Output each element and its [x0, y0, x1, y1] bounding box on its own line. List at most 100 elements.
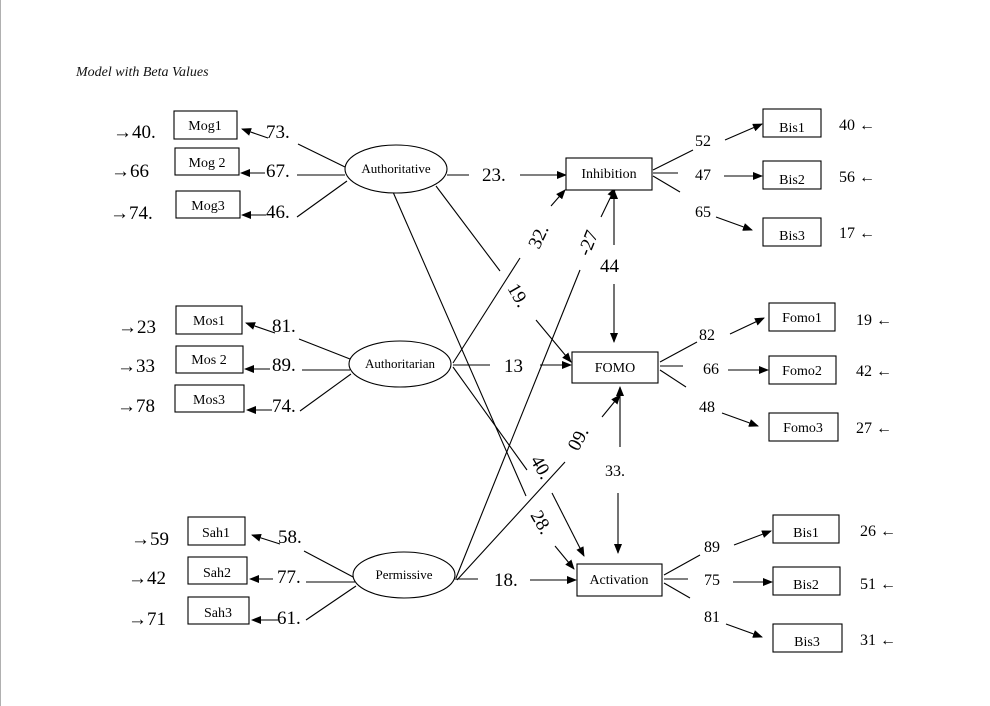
indicator-mos2 [175, 345, 244, 374]
coef-authoritative-fomo: 19. [503, 280, 533, 311]
latent-permissive [352, 551, 456, 599]
indicator-fomo1-label: Fomo1 [782, 311, 822, 326]
edge-inhibition-bis3-a [652, 175, 681, 193]
error-activation-bis3: 31 ← [860, 632, 896, 649]
coef-authoritarian-fomo: 13 [504, 356, 523, 377]
error-inhibition-bis3: 17 ← [839, 225, 875, 242]
latent-authoritarian [348, 340, 452, 388]
indicator-fomo3-label: Fomo3 [783, 421, 823, 436]
path-permissive-fomo-a [456, 461, 566, 581]
edge-fomo-fomo1-b [729, 317, 765, 335]
edge-fomo-fomo3-b [721, 412, 759, 427]
loading-fomo3: 48 [699, 399, 715, 416]
coef-authoritarian-inhibition: 32. [524, 222, 553, 252]
coef-inhibition-fomo: 44 [600, 256, 620, 277]
coef-fomo-activation: 33. [605, 463, 625, 480]
loading-mog2: 67. [266, 161, 290, 182]
error-sah1: →59 [131, 529, 169, 550]
box-inhibition [565, 157, 653, 191]
coef-permissive-fomo: 09. [564, 424, 594, 455]
indicator-fomo3 [768, 412, 839, 442]
indicator-inhibition-bis1-label: Bis1 [779, 121, 805, 136]
indicator-inhibition-bis3 [762, 217, 822, 247]
loading-activation-bis3: 81 [704, 609, 720, 626]
error-fomo2: 42 ← [856, 363, 892, 380]
error-sah2: →42 [128, 568, 166, 589]
edge-inhibition-bis1-a [652, 149, 694, 171]
indicator-activation-bis2-label: Bis2 [793, 578, 819, 593]
indicator-mog1 [173, 110, 238, 140]
indicator-mos2-label: Mos 2 [191, 353, 226, 368]
indicator-sah1 [187, 516, 246, 546]
loading-sah2: 77. [277, 567, 301, 588]
edge-authoritative-mog3 [296, 180, 348, 218]
edge-inhibition-bis1-b [724, 123, 763, 141]
latent-authoritative [344, 144, 448, 194]
error-mos1: →23 [118, 317, 156, 338]
indicator-activation-bis3-label: Bis3 [794, 635, 820, 650]
indicator-sah3 [187, 596, 250, 625]
figure-caption: Model with Beta Values [76, 65, 209, 80]
indicator-mog3-label: Mog3 [191, 199, 224, 214]
indicator-sah3-label: Sah3 [204, 606, 232, 621]
indicator-mos1-label: Mos1 [193, 314, 225, 329]
indicator-mos1 [175, 305, 243, 335]
indicator-activation-bis2 [772, 566, 841, 596]
path-authoritative-fomo-a [435, 185, 501, 272]
edge-activation-bis3-b [725, 623, 763, 638]
indicator-sah1-label: Sah1 [202, 526, 230, 541]
indicator-fomo2 [768, 355, 837, 385]
path-authoritative-activation-a [392, 191, 527, 497]
coef-permissive-inhibition: -27 [574, 228, 603, 259]
edge-authoritative-mog1 [297, 143, 346, 168]
edge-permissive-sah1-arrow [251, 533, 281, 545]
edge-activation-bis1-b [733, 530, 772, 546]
path-authoritative-fomo-b [535, 319, 572, 363]
edge-authoritarian-mos3 [299, 373, 352, 412]
error-inhibition-bis1: 40 ← [839, 117, 875, 134]
indicator-mos3 [174, 384, 245, 413]
loading-mog1: 73. [266, 122, 290, 143]
loading-mos1: 81. [272, 316, 296, 337]
error-activation-bis2: 51 ← [860, 576, 896, 593]
edge-permissive-sah1 [303, 550, 356, 579]
indicator-sah2 [187, 556, 248, 585]
path-authoritarian-activation-a [452, 366, 528, 471]
latent-authoritarian-label: Authoritarian [365, 356, 436, 371]
indicator-inhibition-bis1 [762, 108, 822, 138]
box-fomo-label: FOMO [595, 361, 635, 376]
loading-inhibition-bis2: 47 [695, 167, 711, 184]
indicator-mos3-label: Mos3 [193, 393, 225, 408]
path-permissive-fomo-b [601, 394, 621, 418]
error-fomo3: 27 ← [856, 420, 892, 437]
loading-fomo1: 82 [699, 327, 715, 344]
path-authoritarian-activation-b [554, 545, 575, 570]
indicator-mog3 [175, 190, 241, 219]
coef-authoritative-inhibition: 23. [482, 165, 506, 186]
indicator-sah2-label: Sah2 [203, 566, 231, 581]
indicator-fomo1 [768, 302, 836, 332]
error-fomo1: 19 ← [856, 312, 892, 329]
error-mos3: →78 [117, 396, 155, 417]
loading-mog3: 46. [266, 202, 290, 223]
error-mog3: →74. [110, 203, 153, 224]
error-sah3: →71 [128, 609, 166, 630]
box-fomo [571, 351, 659, 384]
indicator-activation-bis3 [772, 623, 843, 653]
edge-inhibition-bis3-b [715, 216, 753, 231]
loading-activation-bis1: 89 [704, 539, 720, 556]
latent-permissive-label: Permissive [375, 567, 432, 582]
indicator-fomo2-label: Fomo2 [782, 364, 822, 379]
error-activation-bis1: 26 ← [860, 523, 896, 540]
path-permissive-inhibition-b [600, 187, 616, 218]
path-permissive-inhibition-a [455, 269, 581, 579]
coef-authoritarian-activation: 28. [526, 507, 556, 538]
path-authoritarian-inhibition-b [550, 189, 566, 207]
coef-authoritative-activation: 40. [526, 452, 556, 483]
error-mog2: →66 [111, 161, 149, 182]
loading-activation-bis2: 75 [704, 572, 720, 589]
edge-activation-bis1-a [663, 554, 701, 576]
indicator-inhibition-bis3-label: Bis3 [779, 229, 805, 244]
edge-fomo-fomo3-a [659, 369, 687, 388]
loading-sah1: 58. [278, 527, 302, 548]
